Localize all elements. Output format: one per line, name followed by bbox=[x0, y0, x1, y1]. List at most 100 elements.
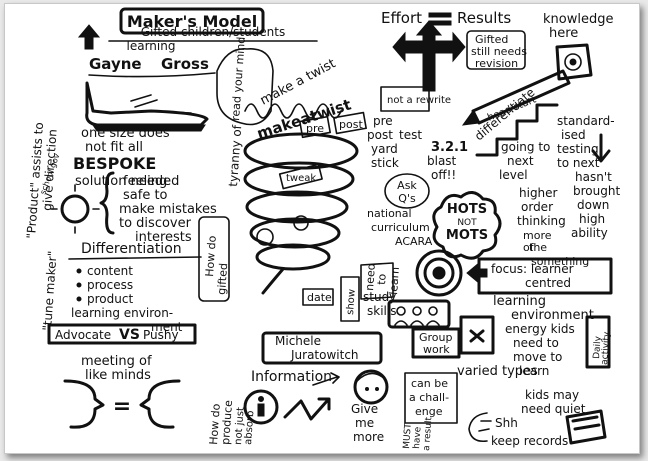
pre-post-line-4: yard bbox=[371, 142, 398, 156]
how-do-box bbox=[198, 216, 230, 302]
need-line-2: to bbox=[375, 273, 389, 285]
information-icon bbox=[243, 389, 279, 425]
not-rewrite: not a rewrite bbox=[387, 95, 451, 106]
quiet-line-2: need quiet bbox=[521, 402, 586, 416]
notebook-icon bbox=[565, 409, 607, 445]
ask-line-2: Q's bbox=[398, 192, 416, 205]
diff-item: content bbox=[87, 264, 133, 278]
subtitle-line-2: learning bbox=[127, 39, 176, 53]
more-of-line-1: more bbox=[523, 229, 552, 242]
safe-box-icon bbox=[555, 43, 593, 81]
arrow-up-icon bbox=[77, 24, 101, 50]
michele-line-2: Juratowitch bbox=[290, 348, 359, 362]
gifted-line-1: Gifted bbox=[475, 33, 508, 46]
need-line-1: need bbox=[363, 263, 378, 291]
not-label: NOT bbox=[457, 218, 477, 228]
people-group-icon bbox=[387, 299, 451, 329]
bespoke: BESPOKE bbox=[73, 154, 156, 173]
pre-box bbox=[299, 115, 331, 139]
standard-line-1: standard- bbox=[557, 114, 615, 128]
school-gov-circle bbox=[60, 194, 90, 224]
pre-post-line-1: pre bbox=[373, 114, 393, 128]
diff-item: process bbox=[87, 278, 133, 292]
crossroads-arrow-icon bbox=[392, 20, 466, 92]
keep-records: keep records bbox=[491, 434, 568, 448]
subtitle-line-1: Gifted children/students bbox=[141, 25, 285, 39]
one-size-line-1: one size does bbox=[81, 126, 170, 141]
going-next-line-3: level bbox=[499, 168, 528, 182]
diff-item: product bbox=[87, 292, 133, 306]
energy-line-3: move to bbox=[513, 350, 562, 364]
hasnt-line-5: ability bbox=[571, 226, 608, 240]
group-line-2: work bbox=[423, 343, 450, 356]
how-produce-line-1: How do bbox=[207, 403, 223, 445]
countdown-line-2: blast bbox=[427, 154, 457, 168]
presenter-first-name: Gayne bbox=[89, 55, 142, 73]
meeting-line-2: like minds bbox=[85, 368, 151, 383]
national-line-3: ACARA bbox=[395, 235, 433, 248]
focus-arrow bbox=[466, 261, 488, 285]
standard-line-4: to next bbox=[557, 156, 600, 170]
challenge-line-2: a chall- bbox=[409, 391, 449, 404]
more-of-line-3: the bbox=[529, 241, 547, 254]
countdown-line-1: 3.2.1 bbox=[431, 140, 468, 155]
equals-bar-top bbox=[428, 12, 452, 18]
shh: Shh bbox=[495, 416, 518, 430]
focus-line-1: focus: learner bbox=[491, 262, 574, 276]
tablet-icon bbox=[459, 315, 495, 355]
tweak-box bbox=[278, 163, 323, 190]
diff-item: learning environ- bbox=[71, 306, 173, 320]
quiet-line-1: kids may bbox=[525, 388, 579, 402]
presenter-last-name: Gross bbox=[161, 55, 209, 73]
national-line-1: national bbox=[367, 207, 412, 220]
zigzag-arrow bbox=[283, 397, 331, 421]
hots: HOTS bbox=[447, 202, 487, 217]
read-mind: read your mind bbox=[229, 36, 248, 121]
equals-sign: = bbox=[113, 394, 131, 419]
pre-post-line-5: stick bbox=[371, 156, 399, 170]
learning-env-line-2: environment bbox=[511, 308, 594, 323]
standard-line-3: testing bbox=[557, 142, 599, 156]
read-mind-bubble bbox=[216, 48, 274, 126]
shoe-sole bbox=[92, 124, 206, 132]
knowledge-line-2: here bbox=[549, 26, 578, 41]
daily-line-2: activity bbox=[600, 331, 612, 365]
pencil-tip bbox=[461, 110, 480, 126]
feeling-line-4: to discover bbox=[119, 216, 192, 231]
how-do-line-2: gifted bbox=[215, 263, 230, 296]
shoe-laces bbox=[130, 94, 192, 114]
bullet bbox=[76, 268, 82, 274]
advocate: Advocate bbox=[55, 328, 111, 342]
need-line-3: learn bbox=[387, 266, 402, 295]
right-head-icon bbox=[139, 379, 181, 429]
sketchnote-canvas: Maker's Model Gifted children/students l… bbox=[24, 7, 620, 451]
give-me-line-2: me bbox=[355, 416, 374, 430]
must-line-1: MUST bbox=[402, 423, 414, 450]
differentiation-underline bbox=[68, 256, 202, 260]
higher-line-2: order bbox=[521, 200, 553, 214]
pushy: Pushy bbox=[143, 328, 179, 342]
standard-line-2: ised bbox=[561, 128, 586, 142]
focus-line-2: centred bbox=[525, 276, 571, 290]
differentiate: differentiate bbox=[472, 85, 537, 143]
down-arrow-icon bbox=[591, 133, 611, 163]
national-line-2: curriculum bbox=[371, 221, 430, 234]
study-line-1: study bbox=[363, 290, 396, 304]
bullet bbox=[76, 296, 82, 302]
date-box bbox=[302, 288, 334, 306]
group-work-box bbox=[411, 327, 461, 359]
tweak: tweak bbox=[286, 173, 316, 184]
results: Results bbox=[457, 9, 511, 27]
must-line-2: have bbox=[412, 426, 424, 449]
date: date bbox=[307, 291, 332, 304]
title-box bbox=[119, 7, 265, 35]
hasnt-line-4: high bbox=[579, 212, 605, 226]
information: Information bbox=[251, 369, 332, 385]
show: show bbox=[345, 289, 358, 316]
more-of-line-2: of bbox=[523, 241, 535, 254]
bullet bbox=[76, 282, 82, 288]
feeling-line-1: feeling bbox=[123, 174, 167, 189]
learning-env-line-1: learning bbox=[493, 294, 546, 309]
going-next-line-1: going to bbox=[501, 140, 550, 154]
energy-line-2: need to bbox=[513, 336, 559, 350]
